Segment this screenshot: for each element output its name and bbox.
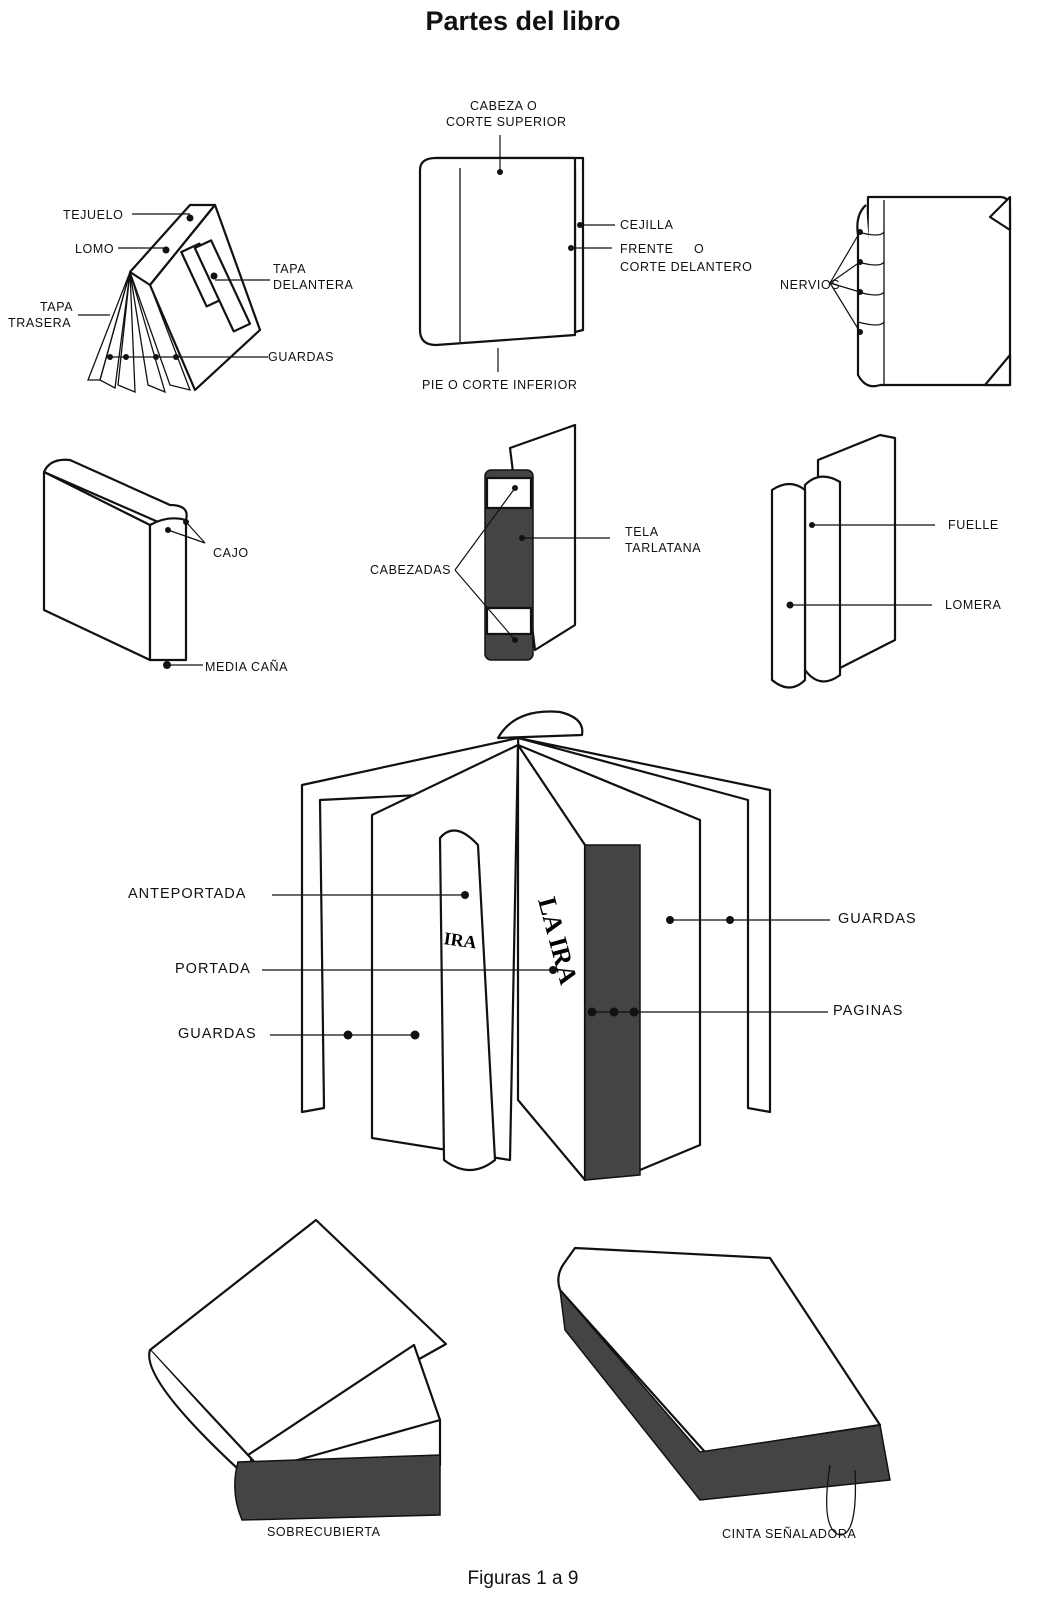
figure-ribbon-book: [557, 1246, 891, 1536]
label-tela-1: TELA: [625, 525, 659, 539]
label-guardas-fig1: GUARDAS: [268, 350, 335, 364]
label-guardas-left: GUARDAS: [178, 1026, 257, 1042]
label-cabezadas: CABEZADAS: [370, 563, 452, 577]
label-paginas: PAGINAS: [833, 1003, 904, 1019]
label-portada: PORTADA: [175, 961, 251, 977]
label-media-cana: MEDIA CAÑA: [205, 660, 289, 674]
label-cajo: CAJO: [213, 546, 249, 560]
label-tela-2: TARLATANA: [625, 541, 702, 555]
label-guardas-right: GUARDAS: [838, 911, 917, 927]
label-cabeza-1: CABEZA O: [470, 99, 538, 113]
label-frente-1: FRENTE O: [620, 242, 705, 256]
book-spine-text-1: IRA: [443, 928, 478, 952]
figure-closed-book: [418, 135, 615, 372]
label-tapa-trasera-2: TRASERA: [8, 316, 72, 330]
figure-fuelle-book: [770, 433, 935, 689]
figure-nervios-book: [829, 195, 1012, 388]
figure-open-book: [262, 710, 830, 1182]
label-fuelle: FUELLE: [948, 518, 999, 532]
label-cejilla: CEJILLA: [620, 218, 674, 232]
figure-caption: Figuras 1 a 9: [467, 1568, 579, 1589]
label-frente-2: CORTE DELANTERO: [620, 260, 753, 274]
label-tejuelo: TEJUELO: [63, 208, 124, 222]
figure-tent-book: [78, 203, 270, 394]
label-nervios: NERVIOS: [780, 278, 841, 292]
figure-dustjacket-book: [148, 1218, 448, 1521]
label-pie: PIE O CORTE INFERIOR: [422, 378, 578, 392]
label-cabeza-2: CORTE SUPERIOR: [446, 115, 567, 129]
label-lomera: LOMERA: [945, 598, 1002, 612]
label-tapa-delantera-1: TAPA: [273, 262, 307, 276]
label-tapa-delantera-2: DELANTERA: [273, 278, 354, 292]
page-title: Partes del libro: [425, 6, 621, 36]
label-anteportada: ANTEPORTADA: [128, 886, 247, 902]
label-lomo: LOMO: [75, 242, 115, 256]
figure-spine-book: [454, 423, 610, 661]
figure-cajo-book: [42, 458, 206, 669]
label-sobrecubierta: SOBRECUBIERTA: [267, 1525, 381, 1539]
label-tapa-trasera-1: TAPA: [40, 300, 74, 314]
label-cinta-senaladora: CINTA SEÑALADORA: [722, 1527, 857, 1541]
